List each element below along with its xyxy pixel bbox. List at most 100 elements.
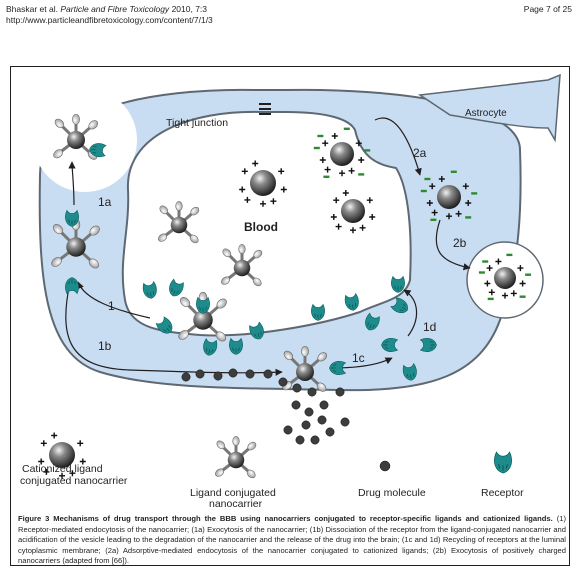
- plus-sign: [69, 470, 76, 477]
- receptor: [329, 361, 347, 375]
- plus-sign: [38, 458, 45, 465]
- drug-molecule: [213, 371, 223, 381]
- drug-molecule: [310, 435, 320, 445]
- caption-title: Mechanisms of drug transport through the…: [53, 514, 553, 523]
- blood-label: Blood: [244, 220, 278, 234]
- receptor-texture: [348, 303, 356, 309]
- drug-molecule: [307, 387, 317, 397]
- step-1b-label: 1b: [98, 339, 112, 353]
- arrow-1a: [68, 161, 76, 206]
- receptor: [390, 297, 408, 314]
- tight-junction-icon: [259, 103, 271, 115]
- nanocarrier-core: [170, 216, 188, 234]
- plus-sign: [358, 157, 365, 163]
- arrow-1: [77, 281, 151, 319]
- ligand-lobe: [301, 345, 309, 357]
- cationized-nanocarrier: [420, 170, 478, 221]
- plus-sign: [366, 197, 373, 204]
- plus-sign: [426, 200, 433, 206]
- step-1-label: 1: [108, 299, 115, 313]
- legend-drug-label: Drug molecule: [358, 487, 426, 499]
- ligand-nanocarrier: [215, 436, 257, 479]
- astrocyte: [417, 73, 561, 143]
- ligand-lobe: [252, 277, 262, 287]
- receptor: [494, 451, 512, 474]
- plus-sign: [322, 140, 329, 147]
- ligand-lobe: [72, 113, 80, 125]
- nanocarrier-core: [330, 142, 354, 166]
- ligand-lobe: [317, 352, 328, 362]
- receptor: [344, 292, 359, 311]
- drug-molecule: [278, 377, 288, 387]
- receptor-body: [65, 209, 79, 227]
- receptor-texture: [394, 285, 402, 291]
- plus-sign: [330, 214, 337, 220]
- plus-sign: [369, 214, 376, 220]
- cationized-nanocarrier: [330, 190, 376, 234]
- plus-sign: [484, 280, 491, 287]
- blood-lumen: [121, 110, 412, 337]
- legend-cationized-line2: conjugated nanocarrier: [20, 475, 128, 487]
- page-number: Page 7 of 25: [523, 4, 572, 14]
- receptor-texture: [367, 322, 375, 329]
- ligand-lobe: [54, 118, 65, 129]
- ligand-lobe: [190, 206, 200, 216]
- ligand-nanocarrier: [53, 113, 99, 160]
- astrocyte-label: Astrocyte: [465, 108, 507, 119]
- ligand-lobe: [53, 224, 64, 235]
- drug-molecule: [319, 400, 329, 410]
- cationized-nanocarrier: [478, 253, 532, 301]
- ligand-lobe: [175, 201, 183, 211]
- plus-sign: [260, 200, 266, 207]
- receptor-body: [390, 297, 408, 314]
- ligand-lobe: [216, 440, 226, 450]
- step-2a-label: 2a: [413, 146, 427, 160]
- page-header: Bhaskar et al. Particle and Fibre Toxico…: [6, 4, 213, 26]
- receptor-body: [381, 338, 399, 352]
- receptor-texture: [399, 303, 407, 312]
- receptor-body: [329, 361, 347, 375]
- plus-sign: [359, 224, 366, 231]
- receptor-texture: [331, 364, 337, 372]
- ligand-lobe: [215, 468, 225, 477]
- plus-sign: [465, 200, 472, 206]
- ligand-nanocarrier: [158, 201, 200, 244]
- plus-sign: [319, 157, 326, 163]
- receptor-texture: [171, 288, 179, 295]
- ligand-nanocarriers: [51, 113, 328, 392]
- legend: Cationized ligand conjugated nanocarrier…: [20, 432, 524, 510]
- plus-sign: [517, 265, 524, 272]
- plus-sign: [335, 223, 342, 230]
- plus-sign: [438, 176, 445, 182]
- plus-sign: [79, 458, 86, 465]
- cationized-nanocarrier: [38, 432, 86, 479]
- drug-molecule: [292, 383, 302, 393]
- receptor-texture: [314, 313, 322, 319]
- receptor-texture: [383, 341, 389, 349]
- plus-sign: [350, 227, 356, 234]
- ligand-lobe: [51, 257, 62, 267]
- nanocarrier-core: [250, 170, 276, 196]
- ligand-lobe: [238, 244, 246, 254]
- receptors: [65, 143, 437, 381]
- ligand-lobe: [180, 297, 191, 308]
- receptor: [229, 337, 243, 355]
- drug-molecule: [263, 369, 273, 379]
- receptor-body: [249, 321, 264, 340]
- header-url[interactable]: http://www.particleandfibretoxicology.co…: [6, 15, 213, 25]
- plus-sign: [488, 289, 495, 296]
- ligand-lobe: [221, 276, 231, 285]
- receptor-texture: [68, 279, 76, 285]
- nanocarrier-core: [193, 310, 213, 330]
- nanocarrier-core: [227, 451, 245, 469]
- nanocarrier-core: [67, 131, 85, 149]
- receptor: [402, 362, 417, 381]
- plus-sign: [495, 258, 502, 265]
- header-citation: Bhaskar et al. Particle and Fibre Toxico…: [6, 4, 213, 15]
- nanocarrier-core: [233, 259, 251, 277]
- legend-cationized-line1: Cationized ligand: [22, 463, 103, 475]
- plus-sign: [77, 440, 84, 447]
- plus-sign: [339, 170, 345, 177]
- drug-molecule: [301, 420, 311, 430]
- receptor-texture: [199, 306, 207, 312]
